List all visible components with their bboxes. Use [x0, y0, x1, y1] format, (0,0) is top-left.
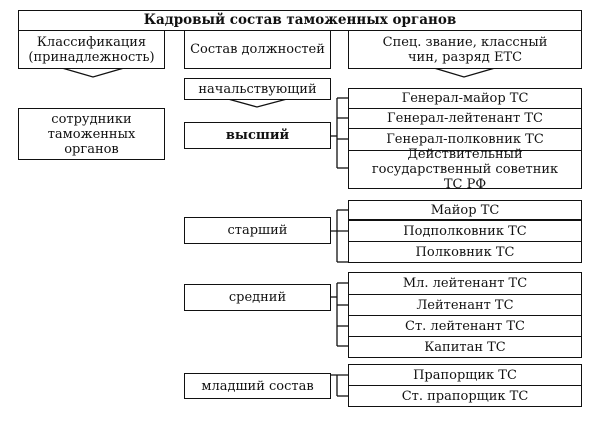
- group-middle: средний: [184, 284, 331, 311]
- rank-item: Генерал-лейтенант ТС: [348, 108, 582, 129]
- arrow-classification: [61, 67, 125, 78]
- group-highest: высший: [184, 122, 331, 149]
- rank-item: Прапорщик ТС: [348, 364, 582, 386]
- command-staff-box: начальствующий: [184, 78, 331, 100]
- employees-box: сотрудники таможенных органов: [18, 108, 165, 160]
- header-ranks: Спец. звание, классный чин, разряд ЕТС: [348, 30, 582, 69]
- rank-item: Подполковник ТС: [348, 220, 582, 242]
- rank-item: Ст. прапорщик ТС: [348, 385, 582, 407]
- header-positions: Состав должностей: [184, 30, 331, 69]
- diagram-title: Кадровый состав таможенных органов: [18, 10, 582, 31]
- group-junior: младший состав: [184, 373, 331, 399]
- bracket-highest: [330, 97, 348, 169]
- rank-item: Лейтенант ТС: [348, 294, 582, 316]
- arrow-command: [227, 98, 288, 108]
- rank-item: Мл. лейтенант ТС: [348, 272, 582, 295]
- rank-item: Ст. лейтенант ТС: [348, 315, 582, 337]
- rank-item: Генерал-майор ТС: [348, 88, 582, 109]
- bracket-senior: [330, 209, 348, 263]
- arrow-ranks: [433, 67, 496, 78]
- rank-item: Полковник ТС: [348, 241, 582, 263]
- bracket-junior: [330, 374, 348, 397]
- group-senior: старший: [184, 217, 331, 244]
- rank-item: Действительный государственный советник …: [348, 147, 582, 192]
- bracket-middle: [330, 282, 348, 347]
- rank-item: Капитан ТС: [348, 336, 582, 358]
- rank-item: Майор ТС: [348, 200, 582, 221]
- header-classification: Классификация (принадлежность): [18, 30, 165, 69]
